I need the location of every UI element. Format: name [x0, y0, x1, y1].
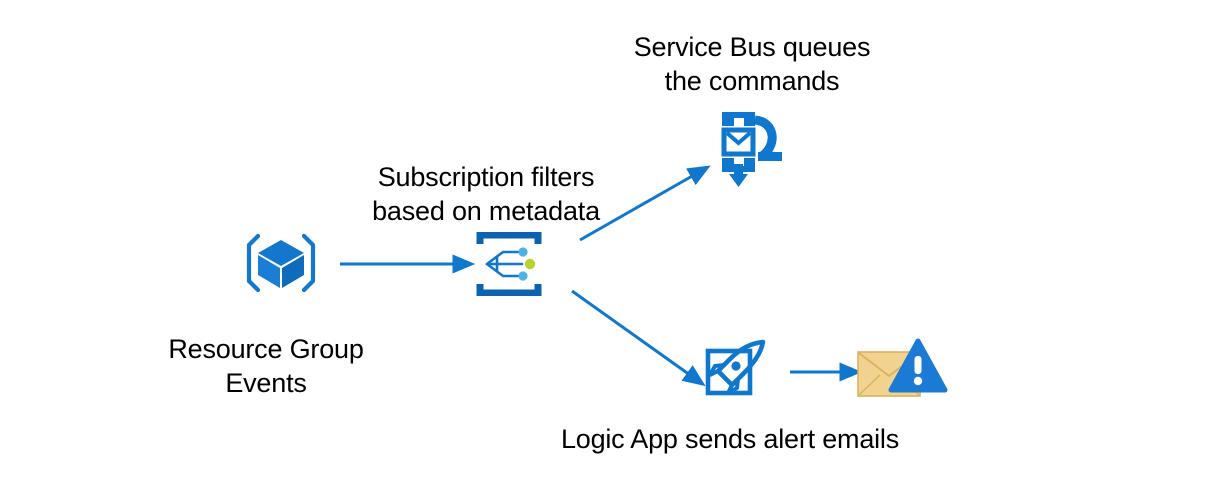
- resource-group-icon: [246, 232, 316, 294]
- service-bus-label: Service Bus queues the commands: [633, 32, 871, 96]
- alert-email-icon: [856, 338, 948, 402]
- service-bus-icon: [714, 108, 790, 188]
- resource-group-events-label: Resource Group Events: [168, 334, 364, 398]
- logic-app-label: Logic App sends alert emails: [560, 424, 900, 454]
- subscription-filters-label: Subscription filters based on metadata: [372, 162, 600, 226]
- event-grid-icon: [476, 231, 542, 297]
- arrow-eventgrid-to-logicapp: [571, 289, 706, 387]
- logic-app-icon: [702, 338, 770, 404]
